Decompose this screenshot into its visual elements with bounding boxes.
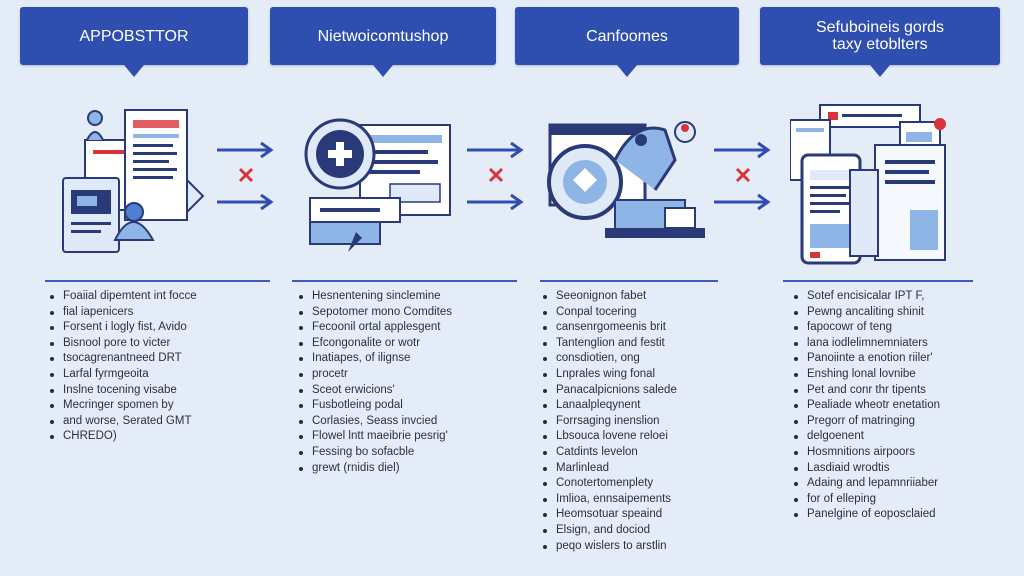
list-item: Panelgine of eoposclaied <box>791 507 940 523</box>
stage-2-divider <box>292 280 517 282</box>
stage-4-divider <box>783 280 973 282</box>
stage-1-list: Foaiial dipemtent int focce fial iapenic… <box>47 289 197 445</box>
list-item: Sotef encisicalar IPT F, <box>791 289 940 305</box>
list-item: consdiotien, ong <box>540 351 677 367</box>
list-item: delgoenent <box>791 429 940 445</box>
plus-card-and-forms-icon <box>304 118 451 252</box>
list-item: Imlioa, ennsaipements <box>540 492 677 508</box>
stage-2-header: Nietwoicomtushop <box>270 7 496 77</box>
list-item: Efcongonalite or wotr <box>296 336 452 352</box>
stage-3-divider <box>540 280 718 282</box>
list-item: Inatiapes, of ilignse <box>296 351 452 367</box>
arrows-with-cross-icon-1 <box>217 141 274 210</box>
list-item: Marlinlead <box>540 461 677 477</box>
arrows-with-cross-icon-2 <box>467 141 524 210</box>
list-item: Sepotomer mono Comdites <box>296 305 452 321</box>
list-item: Tantenglion and festit <box>540 336 677 352</box>
list-item: Forrsaging inenslion <box>540 414 677 430</box>
list-item: and worse, Serated GMT <box>47 414 197 430</box>
list-item: Pet and conr thr tipents <box>791 383 940 399</box>
stage-4-title-line-1: Sefuboineis gords <box>815 19 945 36</box>
list-item: Pealiade wheotr enetation <box>791 398 940 414</box>
list-item: Conpal tocering <box>540 305 677 321</box>
list-item: Fusbotleing podal <box>296 398 452 414</box>
stage-3-header: Canfoomes <box>515 7 739 77</box>
list-item: grewt (rnidis diel) <box>296 461 452 477</box>
list-item: tsocagrenantneed DRT <box>47 351 197 367</box>
list-item: cansenrgomeenis brit <box>540 320 677 336</box>
list-item: Panoiinte a enotion riiler' <box>791 351 940 367</box>
list-item: Sceot erwicions' <box>296 383 452 399</box>
stage-1-title: APPOBSTTOR <box>79 27 189 45</box>
list-item: Pewng ancaliting shinit <box>791 305 940 321</box>
list-item: Mecringer spomen by <box>47 398 197 414</box>
stage-3-list: Seeonignon fabet Conpal tocering cansenr… <box>540 289 677 554</box>
stage-2-list: Hesnentening sinclemine Sepotomer mono C… <box>296 289 452 476</box>
list-item: Conotertomenplety <box>540 476 677 492</box>
list-item: fapocowr of teng <box>791 320 940 336</box>
list-item: procetr <box>296 367 452 383</box>
stage-3-title: Canfoomes <box>586 27 668 45</box>
list-item: Enshing lonal lovnibe <box>791 367 940 383</box>
list-item: CHREDO) <box>47 429 197 445</box>
stage-4-header: Sefuboineis gords taxy etoblters <box>760 7 1000 77</box>
list-item: Corlasies, Seass invcied <box>296 414 452 430</box>
list-item: Flowel lntt maeibrie pesrig' <box>296 429 452 445</box>
list-item: Lanaalpleqynent <box>540 398 677 414</box>
list-item: peqo wislers to arstlin <box>540 539 677 555</box>
list-item: Adaing and lepamnriiaber <box>791 476 940 492</box>
list-item: Foaiial dipemtent int focce <box>47 289 197 305</box>
monitor-and-robotic-arm-icon <box>547 121 705 238</box>
list-item: Inslne tocening visabe <box>47 383 197 399</box>
list-item: Pregorr of matringing <box>791 414 940 430</box>
list-item: Bisnool pore to victer <box>47 336 197 352</box>
list-item: Hesnentening sinclemine <box>296 289 452 305</box>
list-item: Heomsotuar speaind <box>540 507 677 523</box>
list-item: Seeonignon fabet <box>540 289 677 305</box>
list-item: lana iodlelimnemniaters <box>791 336 940 352</box>
stage-1-header: APPOBSTTOR <box>20 7 248 77</box>
list-item: for of elleping <box>791 492 940 508</box>
list-item: Forsent i logly fist, Avido <box>47 320 197 336</box>
stage-1-divider <box>45 280 270 282</box>
list-item: Lasdiaid wrodtis <box>791 461 940 477</box>
list-item: Panacalpicnions salede <box>540 383 677 399</box>
arrows-with-cross-icon-3 <box>714 141 771 210</box>
list-item: Hosmnitions airpoors <box>791 445 940 461</box>
list-item: Catdints levelon <box>540 445 677 461</box>
list-item: Fessing bo sofacble <box>296 445 452 461</box>
stage-4-title-line-2: taxy etoblters <box>832 36 928 53</box>
list-item: fial iapenicers <box>47 305 197 321</box>
list-item: Elsign, and dociod <box>540 523 677 539</box>
stage-2-title: Nietwoicomtushop <box>317 27 449 45</box>
list-item: Fecoonil ortal applesgent <box>296 320 452 336</box>
stage-4-list: Sotef encisicalar IPT F, Pewng ancalitin… <box>791 289 940 523</box>
list-item: Lbsouca lovene reloei <box>540 429 677 445</box>
phone-and-report-pages-icon <box>790 104 946 265</box>
documents-and-id-card-icon <box>62 109 205 253</box>
list-item: Lnprales wing fonal <box>540 367 677 383</box>
list-item: Larfal fyrmgeoita <box>47 367 197 383</box>
